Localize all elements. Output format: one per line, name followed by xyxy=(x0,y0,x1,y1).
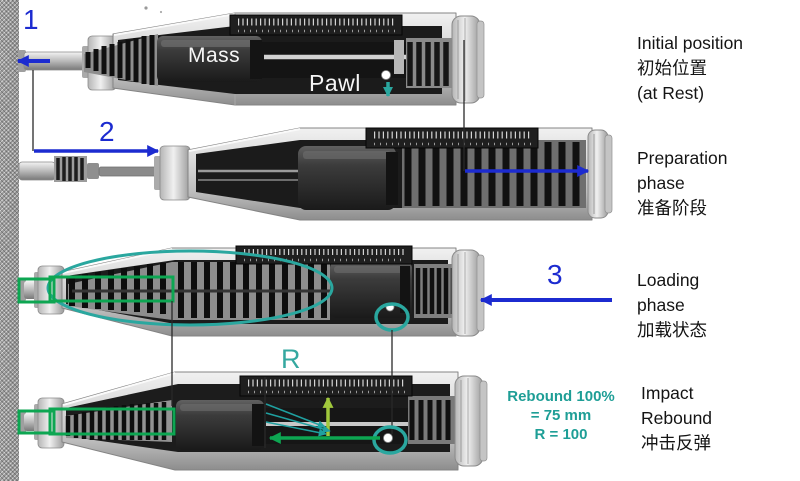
extended-plunger-rod xyxy=(18,156,164,182)
scale-plate xyxy=(229,14,403,36)
stage-label-line: Loading xyxy=(637,270,700,290)
stage-label-impact: Impact Rebound 冲击反弹 xyxy=(641,381,712,456)
latch-circle xyxy=(372,425,408,455)
hammer-loading-figure xyxy=(18,245,485,337)
stage-label-line: 准备阶段 xyxy=(637,198,707,218)
body-highlight xyxy=(113,13,236,36)
hammer-initial-figure xyxy=(18,12,485,106)
scale-plate xyxy=(365,127,539,149)
body-highlight xyxy=(188,128,301,152)
stage-label-line: Impact xyxy=(641,383,694,403)
stage-label-initial: Initial position 初始位置 (at Rest) xyxy=(637,31,743,106)
impact-spring-cone xyxy=(84,34,158,86)
stage-label-line: Rebound xyxy=(641,408,713,428)
plunger-highlight-rect xyxy=(17,277,56,304)
stage-label-loading: Loading phase 加载状态 xyxy=(637,268,707,343)
front-rails xyxy=(198,169,300,181)
rebound-note: Rebound 100% = 75 mm R = 100 xyxy=(488,387,634,444)
latch-circle xyxy=(374,302,410,332)
rear-buffer-spring xyxy=(414,264,458,318)
pawl-label: Pawl xyxy=(309,70,361,96)
step-1-number: 1 xyxy=(23,4,39,35)
stage-label-line: phase xyxy=(637,295,685,315)
plunger-highlight-rect xyxy=(17,409,56,435)
pawl-ball xyxy=(381,70,391,80)
hammer-preparation-figure xyxy=(18,127,613,221)
main-spring xyxy=(402,140,586,208)
body-highlight xyxy=(62,372,176,406)
end-cap xyxy=(454,375,488,467)
stage-label-line: (at Rest) xyxy=(637,83,705,103)
dust-speck xyxy=(159,10,163,14)
hammer-mass xyxy=(157,36,262,82)
stage-label-preparation: Preparation phase 准备阶段 xyxy=(637,146,727,221)
pawl-ball xyxy=(383,433,393,443)
stage-label-line: Initial position xyxy=(637,33,744,53)
step-2-number: 2 xyxy=(99,116,115,147)
end-cap xyxy=(451,249,485,337)
rear-buffer-spring xyxy=(406,38,460,88)
concrete-wall xyxy=(0,0,19,481)
stage-label-line: phase xyxy=(637,173,685,193)
end-cap xyxy=(451,15,485,104)
rebound-note-line1: Rebound 100% xyxy=(507,388,615,405)
rebound-fan-arrows-icon xyxy=(265,403,331,437)
spring-highlight-rect xyxy=(48,407,176,436)
rebound-r-label: R xyxy=(281,344,301,374)
stage-label-line: 初始位置 xyxy=(637,58,707,78)
loading-spring-ellipse xyxy=(46,249,334,327)
scale-plate xyxy=(239,375,413,397)
dust-speck xyxy=(144,6,148,10)
stage-label-line: Preparation xyxy=(637,148,728,168)
step-3-number: 3 xyxy=(547,259,563,290)
spring-highlight-rect xyxy=(48,275,175,303)
stage-label-line: 冲击反弹 xyxy=(641,433,711,453)
mass-label: Mass xyxy=(188,44,241,67)
rebound-note-line3: R = 100 xyxy=(534,426,588,443)
end-cap xyxy=(587,129,613,219)
rebound-note-line2: = 75 mm xyxy=(530,407,592,424)
stage-label-line: 加载状态 xyxy=(637,320,707,340)
hammer-mass xyxy=(176,400,264,450)
hammer-mass xyxy=(298,146,398,210)
